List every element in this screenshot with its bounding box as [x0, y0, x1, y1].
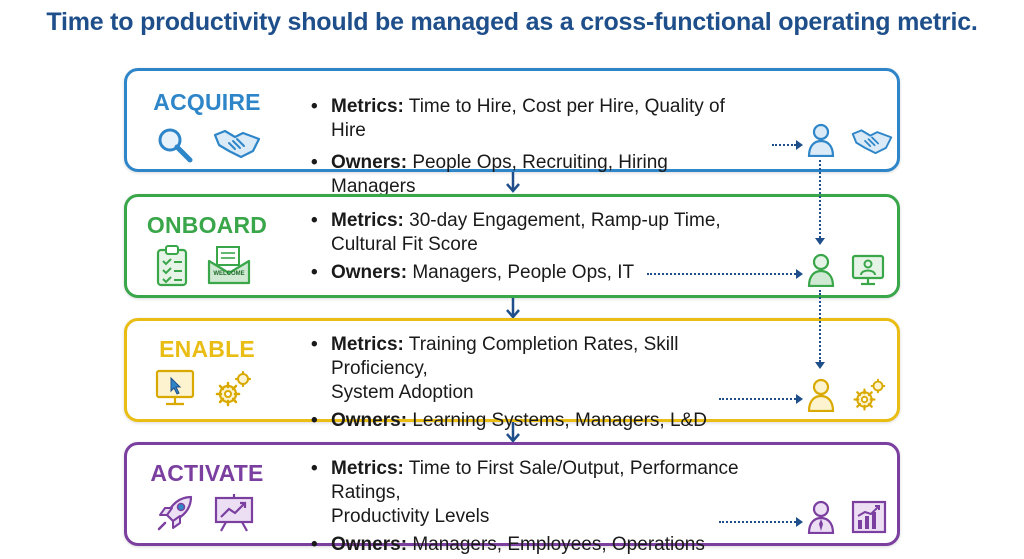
owner-flow-arrowhead	[815, 362, 825, 369]
metrics-text: 30-day Engagement, Ramp-up Time,	[409, 210, 721, 231]
person-icon	[807, 253, 835, 287]
gears-icon	[213, 369, 253, 409]
metrics-row: Metrics: Training Completion Rates, Skil…	[309, 333, 747, 405]
stage-details: Metrics: 30-day Engagement, Ramp-up Time…	[309, 209, 747, 285]
welcome-envelope-icon: WELCOME	[207, 245, 251, 287]
person-icon	[807, 123, 835, 157]
owner-icons	[807, 377, 887, 413]
computer-cursor-icon	[155, 369, 195, 409]
connector-arrowhead	[796, 517, 803, 527]
handshake-icon	[851, 125, 893, 155]
metrics-label: Metrics:	[331, 458, 404, 479]
gears-icon	[851, 377, 887, 413]
metrics-label: Metrics:	[331, 334, 404, 355]
owner-flow-connector	[819, 160, 821, 238]
owners-row: Owners: Managers, People Ops, IT	[309, 261, 747, 285]
person-icon	[807, 500, 835, 534]
metrics-text: Training Completion Rates, Skill Profici…	[331, 334, 679, 379]
connector-arrowhead	[796, 269, 803, 279]
owners-row: Owners: People Ops, Recruiting, Hiring M…	[309, 151, 747, 199]
stage-name: ACTIVATE	[150, 460, 264, 486]
stage-onboard: ONBOARD WELCOME Metrics: 30-da	[124, 194, 900, 298]
owner-connector	[719, 398, 796, 400]
owners-label: Owners:	[331, 152, 408, 173]
stage-details: Metrics: Training Completion Rates, Skil…	[309, 333, 747, 433]
welcome-label: WELCOME	[213, 271, 245, 277]
metrics-label: Metrics:	[331, 96, 404, 117]
owners-text: Learning Systems, Managers, L&D	[412, 410, 707, 431]
owners-text: Managers, Employees, Operations	[412, 534, 705, 555]
bar-chart-icon	[851, 500, 887, 534]
owners-label: Owners:	[331, 262, 408, 283]
stage-icons: WELCOME	[155, 245, 251, 287]
presentation-chart-icon	[213, 493, 255, 533]
stage-details: Metrics: Time to First Sale/Output, Perf…	[309, 457, 747, 557]
stage-name: ACQUIRE	[153, 89, 261, 115]
video-monitor-icon	[851, 254, 885, 286]
stage-icons	[155, 369, 253, 409]
metrics-text-cont: Cultural Fit Score	[331, 234, 478, 255]
owners-row: Owners: Managers, Employees, Operations	[309, 533, 747, 557]
metrics-text: Time to First Sale/Output, Performance R…	[331, 458, 739, 503]
flow-arrow	[505, 298, 521, 320]
stage-icons	[155, 493, 255, 533]
owner-icons	[807, 123, 893, 157]
owner-flow-arrowhead	[815, 238, 825, 245]
owners-text: People Ops, Recruiting, Hiring Managers	[331, 152, 668, 197]
metrics-row: Metrics: 30-day Engagement, Ramp-up Time…	[309, 209, 747, 257]
owner-connector	[647, 273, 796, 275]
stage-name: ONBOARD	[146, 212, 268, 238]
stage-enable: ENABLE Metrics: Training Completion Rate…	[124, 318, 900, 433]
flow-arrow	[505, 422, 521, 444]
stage-activate: ACTIVATE Metrics: Time to First Sale	[124, 442, 900, 557]
flow-arrow	[505, 172, 521, 194]
stage-icons	[155, 125, 261, 163]
metrics-text-cont: Productivity Levels	[331, 506, 490, 527]
rocket-icon	[155, 493, 195, 533]
metrics-text: Time to Hire, Cost per Hire, Quality of …	[331, 96, 725, 141]
owner-icons	[807, 500, 887, 534]
owners-label: Owners:	[331, 534, 408, 555]
clipboard-checklist-icon	[155, 245, 189, 287]
page-title: Time to productivity should be managed a…	[46, 8, 978, 36]
owners-text: Managers, People Ops, IT	[412, 262, 635, 283]
connector-arrowhead	[796, 394, 803, 404]
connector-arrowhead	[796, 140, 803, 150]
handshake-icon	[213, 125, 261, 163]
stage-details: Metrics: Time to Hire, Cost per Hire, Qu…	[309, 95, 747, 199]
owners-label: Owners:	[331, 410, 408, 431]
metrics-text-cont: System Adoption	[331, 382, 474, 403]
person-icon	[807, 378, 835, 412]
owners-row: Owners: Learning Systems, Managers, L&D	[309, 409, 747, 433]
metrics-row: Metrics: Time to Hire, Cost per Hire, Qu…	[309, 95, 747, 143]
magnifier-icon	[155, 125, 195, 163]
metrics-label: Metrics:	[331, 210, 404, 231]
owner-connector	[772, 144, 796, 146]
metrics-row: Metrics: Time to First Sale/Output, Perf…	[309, 457, 747, 529]
stage-acquire: ACQUIRE Metrics: Time to Hire, Cost per …	[124, 68, 900, 197]
owner-flow-connector	[819, 290, 821, 362]
owner-connector	[719, 521, 796, 523]
owner-icons	[807, 253, 885, 287]
stage-name: ENABLE	[159, 336, 255, 362]
